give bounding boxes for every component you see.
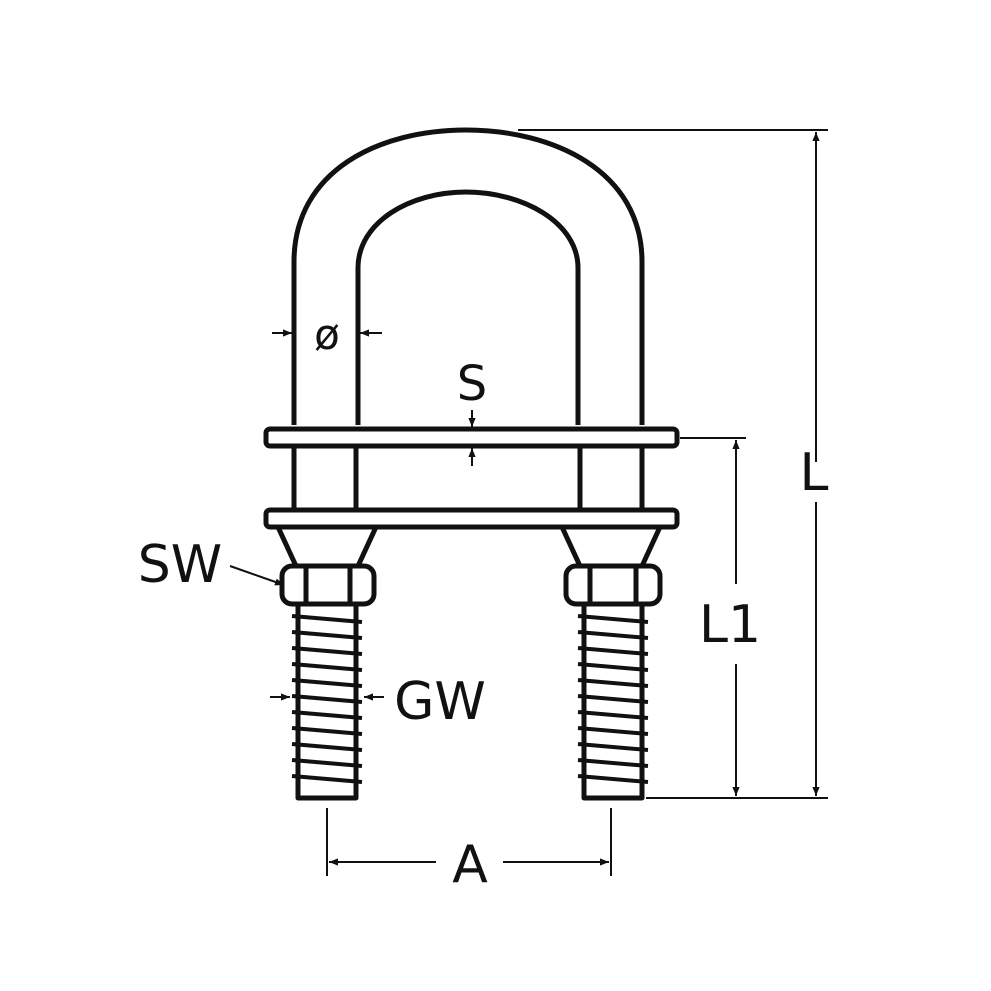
plates xyxy=(263,426,680,530)
right-leg-assembly xyxy=(559,524,663,801)
l1-label: L1 xyxy=(699,595,761,655)
right-taper xyxy=(559,524,663,569)
gw-label: GW xyxy=(394,672,486,732)
right-nut xyxy=(563,563,663,607)
lower-plate xyxy=(263,507,680,530)
left-taper xyxy=(275,524,379,569)
left-leg-assembly xyxy=(275,524,379,801)
bow-outer-contour xyxy=(291,127,645,425)
u-bolt-bow xyxy=(291,127,645,425)
dimension-lines xyxy=(229,129,828,876)
left-thread xyxy=(291,601,363,801)
a-label: A xyxy=(452,835,488,895)
upper-plate xyxy=(263,426,680,449)
bow-inner-contour xyxy=(355,189,581,425)
left-nut xyxy=(279,563,377,607)
u-bolt-legs xyxy=(291,448,645,510)
diameter-label: ø xyxy=(314,310,340,359)
sw-leader xyxy=(229,565,285,586)
sw-label: SW xyxy=(138,535,222,595)
right-thread xyxy=(577,601,649,801)
s-label: S xyxy=(457,356,487,412)
l-label: L xyxy=(800,443,829,503)
